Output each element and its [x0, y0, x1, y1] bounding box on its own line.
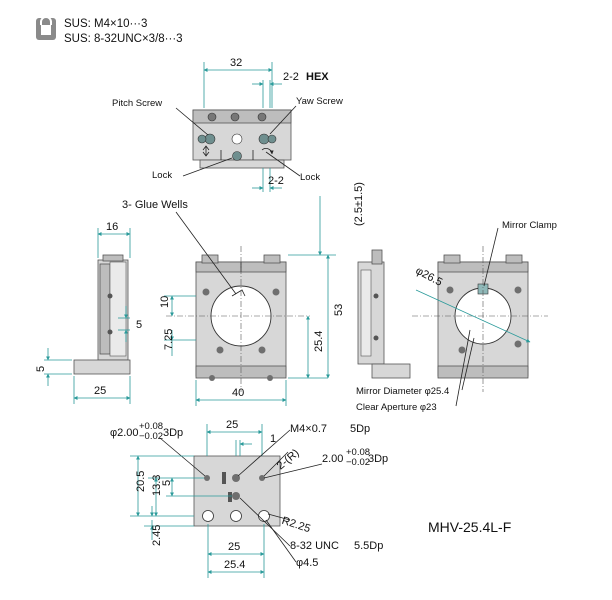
pitch-screw-hole-2: [197, 134, 207, 144]
pin-left-tol-dn: −0.02: [139, 431, 163, 442]
top-screw-1: [207, 112, 217, 122]
dim-5-base: 5: [35, 366, 47, 372]
pin-right-tol-dn: −0.02: [346, 457, 370, 468]
unc-tap-hole: [232, 492, 240, 500]
top-screw-2: [230, 112, 240, 122]
pin-right-suffix: 3Dp: [368, 453, 388, 465]
lock-icon: [36, 16, 56, 40]
mount-hole-2: [230, 510, 242, 522]
hex-bottom: 2-2: [268, 175, 284, 187]
yaw-screw-hole: [258, 133, 270, 145]
lock-screw-center: [232, 151, 242, 161]
lock-left-label: Lock: [152, 170, 172, 181]
front-screw-5: [209, 375, 215, 381]
mirror-diameter-label: Mirror Diameter φ25.4: [356, 386, 449, 397]
lock-right-label: Lock: [300, 172, 320, 183]
yaw-screw-hole-2: [267, 134, 277, 144]
yaw-rotate-icon: [261, 148, 274, 155]
dim-20-5: 20.5: [135, 471, 147, 492]
unc-tap-label: 8-32 UNC: [290, 540, 339, 552]
hex-top-bold: HEX: [306, 71, 329, 83]
dim-travel: (2.5±1.5): [353, 182, 365, 226]
dim-top-25: 25: [226, 419, 238, 431]
material-line-1: SUS: M4×10···3: [64, 18, 147, 30]
pitch-screw-hole: [204, 133, 216, 145]
dim-7-25: 7.25: [163, 329, 175, 350]
dim-10: 10: [159, 296, 171, 308]
dia-4-5: φ4.5: [296, 557, 318, 569]
dim-2-45: 2.45: [151, 525, 163, 546]
top-screw-3: [257, 112, 267, 122]
top-view: [192, 109, 292, 169]
unc-depth-label: 5.5Dp: [354, 540, 383, 552]
front-screw-6: [267, 375, 273, 381]
glue-wells-label: 3- Glue Wells: [122, 199, 188, 211]
dim-5-bottom: 5: [161, 480, 173, 486]
hex-top-prefix: 2-2: [283, 71, 299, 83]
r-2-25: R2.25: [280, 515, 312, 535]
front-screw-2: [272, 288, 280, 296]
clear-aperture-label: Clear Aperture φ23: [356, 402, 437, 413]
bottom-view: [193, 455, 281, 527]
m4-depth-label: 5Dp: [350, 423, 370, 435]
side-view-left: [73, 254, 131, 375]
center-hole: [231, 133, 243, 145]
pitch-arrow-icon: [202, 145, 210, 157]
front-screw-4: [258, 346, 266, 354]
yaw-screw-label: Yaw Screw: [296, 96, 343, 107]
pin-hole-right: [259, 475, 265, 481]
front-screw-1: [202, 288, 210, 296]
pin-right-prefix: 2.00: [322, 453, 343, 465]
dim-40: 40: [232, 387, 244, 399]
front-screw-3: [216, 346, 224, 354]
pin-left-prefix: φ2.00: [110, 427, 139, 439]
mount-hole-1: [202, 510, 214, 522]
dim-16: 16: [106, 221, 118, 233]
side-view-right: [357, 249, 411, 379]
m4-tap-label: M4×0.7: [290, 423, 327, 435]
pin-left-suffix: 3Dp: [163, 427, 183, 439]
radius-label: 2-(R): [275, 447, 302, 472]
dim-32: 32: [230, 57, 242, 69]
dim-25-bottom: 25: [228, 541, 240, 553]
mirror-clamp-label: Mirror Clamp: [502, 220, 557, 231]
pin-left-tol-up: +0.08: [139, 421, 163, 432]
mount-hole-3: [258, 510, 270, 522]
pitch-screw-label: Pitch Screw: [112, 98, 162, 109]
material-line-2: SUS: 8-32UNC×3/8···3: [64, 33, 183, 45]
dim-25-4-bottom: 25.4: [224, 559, 245, 571]
pin-hole-left: [204, 475, 210, 481]
dim-5-side: 5: [136, 319, 142, 331]
dim-25-4: 25.4: [313, 331, 325, 352]
dim-25-base: 25: [94, 385, 106, 397]
dim-13-3: 13.3: [151, 475, 163, 496]
dim-53: 53: [333, 304, 345, 316]
model-number: MHV-25.4L-F: [428, 519, 511, 535]
dim-1: 1: [270, 433, 276, 445]
pin-right-tol-up: +0.08: [346, 447, 370, 458]
